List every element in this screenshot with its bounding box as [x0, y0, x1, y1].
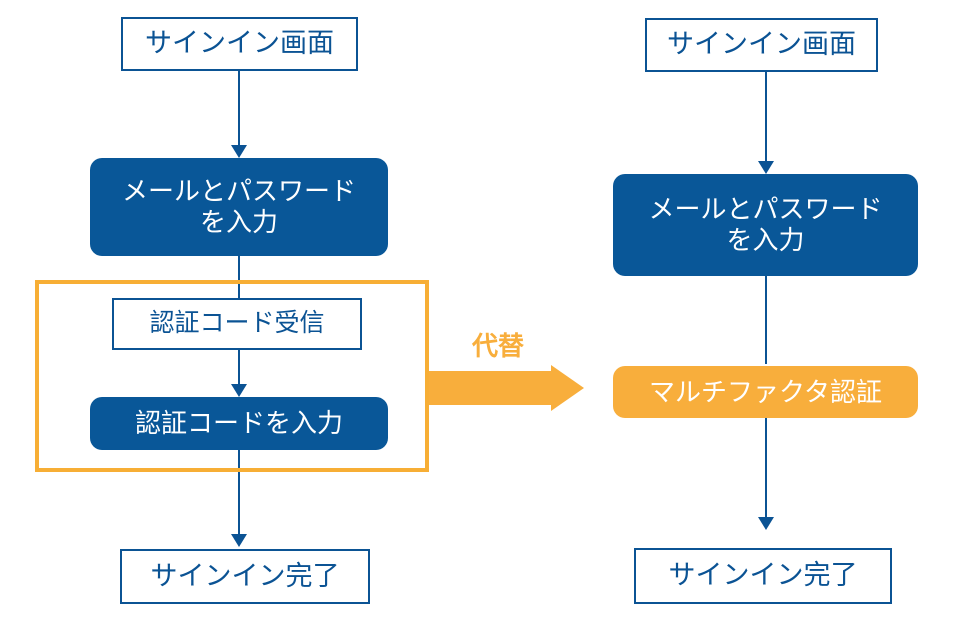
- node-left-enter-credentials[interactable]: メールとパスワード を入力: [90, 158, 388, 256]
- node-left-receive-code[interactable]: 認証コード受信: [112, 298, 362, 350]
- connector-left-1: [238, 70, 240, 146]
- alternative-arrow-label: 代替: [472, 331, 525, 361]
- arrowhead-left-2: [231, 384, 247, 397]
- arrowhead-left-3: [231, 534, 247, 547]
- connector-left-3: [238, 349, 240, 389]
- node-right-enter-credentials[interactable]: メールとパスワード を入力: [613, 174, 918, 276]
- connector-left-4: [238, 449, 240, 535]
- arrowhead-right-2: [758, 517, 774, 530]
- arrowhead-right-1: [758, 161, 774, 174]
- alternative-arrow-head: [551, 365, 584, 411]
- node-left-enter-code[interactable]: 認証コードを入力: [90, 397, 388, 450]
- node-left-signin-screen[interactable]: サインイン画面: [121, 17, 358, 71]
- alternative-arrow-shaft: [429, 371, 551, 405]
- node-right-signin-complete[interactable]: サインイン完了: [634, 548, 892, 604]
- connector-right-2: [765, 276, 767, 364]
- arrowhead-left-1: [231, 145, 247, 158]
- node-right-signin-screen[interactable]: サインイン画面: [645, 18, 878, 72]
- alternative-steps-group-frame: [35, 280, 429, 472]
- connector-right-1: [765, 72, 767, 162]
- node-right-mfa[interactable]: マルチファクタ認証: [613, 366, 918, 418]
- connector-right-3: [765, 418, 767, 518]
- node-left-signin-complete[interactable]: サインイン完了: [120, 549, 370, 604]
